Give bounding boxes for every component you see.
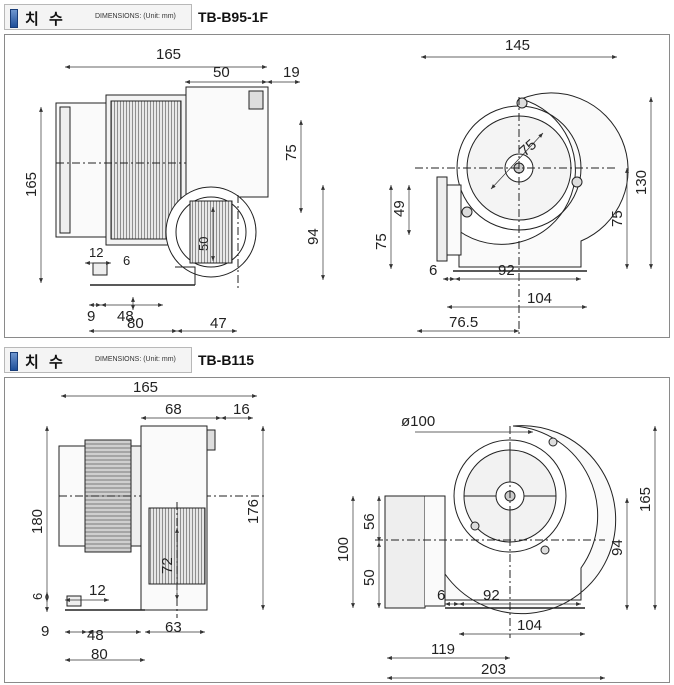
dim-label: 9 [87,308,95,325]
scroll-housing [444,425,617,615]
section-title-box: 치 수 DIMENSIONS: (Unit: mm) [4,4,192,30]
dim-label: 130 [633,170,650,195]
dim-label: 76.5 [449,314,478,331]
dim-label: 6 [429,262,437,279]
dim-line-phi75 [490,132,544,190]
side-dimension-lines [45,394,265,662]
dim-label: 12 [89,582,106,599]
dim-label: 68 [165,401,182,418]
dim-label: 75 [373,233,390,250]
dim-label: 165 [133,379,158,396]
dim-label: 75 [609,210,626,227]
dim-label: 94 [305,228,322,245]
screw-icon [540,545,550,555]
dim-label: 49 [391,200,408,217]
dim-label: 92 [483,587,500,604]
front-dimension-labels: ø100 165 94 56 100 50 6 92 104 119 203 [335,413,654,678]
housing-boss [206,429,216,451]
dim-label: 63 [165,619,182,636]
dim-label: 50 [213,64,230,81]
front-dimension-lines [351,426,657,680]
dim-label: 180 [29,509,46,534]
outlet-duct [446,184,462,256]
side-view [55,86,269,290]
screw-icon [548,437,558,447]
outlet-bore [175,196,247,268]
dim-label: 50 [196,237,211,251]
housing-ring [453,439,567,553]
dim-label: 203 [481,661,506,678]
section-header-1: 치 수 DIMENSIONS: (Unit: mm) TB-B95-1F [0,0,674,34]
mounting-slot [66,595,82,607]
outlet-flange-plate [436,176,448,262]
dim-label: 6 [437,587,445,604]
dim-label: 48 [87,627,104,644]
front-view [415,92,629,335]
section-title-korean: 치 수 [25,11,66,28]
dim-label: 48 [117,308,134,325]
dim-label: 104 [527,290,552,307]
section-title-box: 치 수 DIMENSIONS: (Unit: mm) [4,347,192,373]
dim-label: 6 [30,593,45,600]
dimensions-note: DIMENSIONS: (Unit: mm) [95,13,176,20]
dim-label: 56 [361,513,378,530]
dim-label: 119 [431,641,455,658]
dim-label: 100 [335,537,352,562]
dim-label: 94 [609,539,626,556]
screw-icon [571,176,583,188]
drawing-panel-1: 165 50 19 75 94 165 50 12 6 9 48 80 47 [4,34,670,338]
dim-label: 80 [91,646,108,663]
dim-label: ø100 [401,413,435,430]
dim-label: 165 [156,46,181,63]
front-dimension-labels: 145 130 75 49 75 75 6 92 104 76.5 [373,37,650,331]
dim-label: 50 [361,569,378,586]
section-title-korean: 치 수 [25,354,66,371]
model-name: TB-B95-1F [198,9,269,25]
dim-label: 104 [517,617,542,634]
dimensions-note: DIMENSIONS: (Unit: mm) [95,356,176,363]
dim-label: 165 [23,172,40,197]
side-dimension-labels: 165 68 16 180 176 72 6 12 9 48 80 63 [29,379,262,663]
section-header-2: 치 수 DIMENSIONS: (Unit: mm) TB-B115 [0,343,674,377]
dim-label: 75 [283,144,300,161]
mounting-bracket [175,266,196,285]
dim-label: 92 [498,262,515,279]
technical-drawing-tb-b95-1f: 165 50 19 75 94 165 50 12 6 9 48 80 47 [23,37,653,335]
outlet-duct [384,495,426,609]
dim-label: 47 [210,315,227,332]
bookmark-icon [10,352,18,371]
dim-label: 9 [41,623,49,640]
impeller-blades [189,200,233,264]
dim-label: 19 [283,64,300,81]
outlet-transition [425,495,446,607]
drawing-panel-2: 165 68 16 180 176 72 6 12 9 48 80 63 [4,377,670,683]
side-view [58,425,265,618]
technical-drawing-tb-b115: 165 68 16 180 176 72 6 12 9 48 80 63 [29,379,657,680]
dim-label: 165 [637,487,654,512]
side-dimension-labels: 165 50 19 75 94 165 50 12 6 9 48 80 47 [23,46,322,332]
motor-cap-rim [59,106,71,234]
housing-boss [248,90,264,110]
front-view [375,425,617,638]
bookmark-icon [10,9,18,28]
screw-icon [470,521,480,531]
front-dimension-lines [389,55,653,333]
dim-label: 72 [159,557,176,574]
dim-label: 176 [245,499,262,524]
dim-label: 80 [127,315,144,332]
dim-label: 6 [123,253,130,268]
side-dimension-lines [39,65,325,333]
model-name: TB-B115 [198,352,255,368]
mounting-slot [92,262,108,276]
dim-label: 145 [505,37,530,54]
screw-icon [461,206,473,218]
dim-label: 16 [233,401,250,418]
dim-label: 12 [89,245,103,260]
